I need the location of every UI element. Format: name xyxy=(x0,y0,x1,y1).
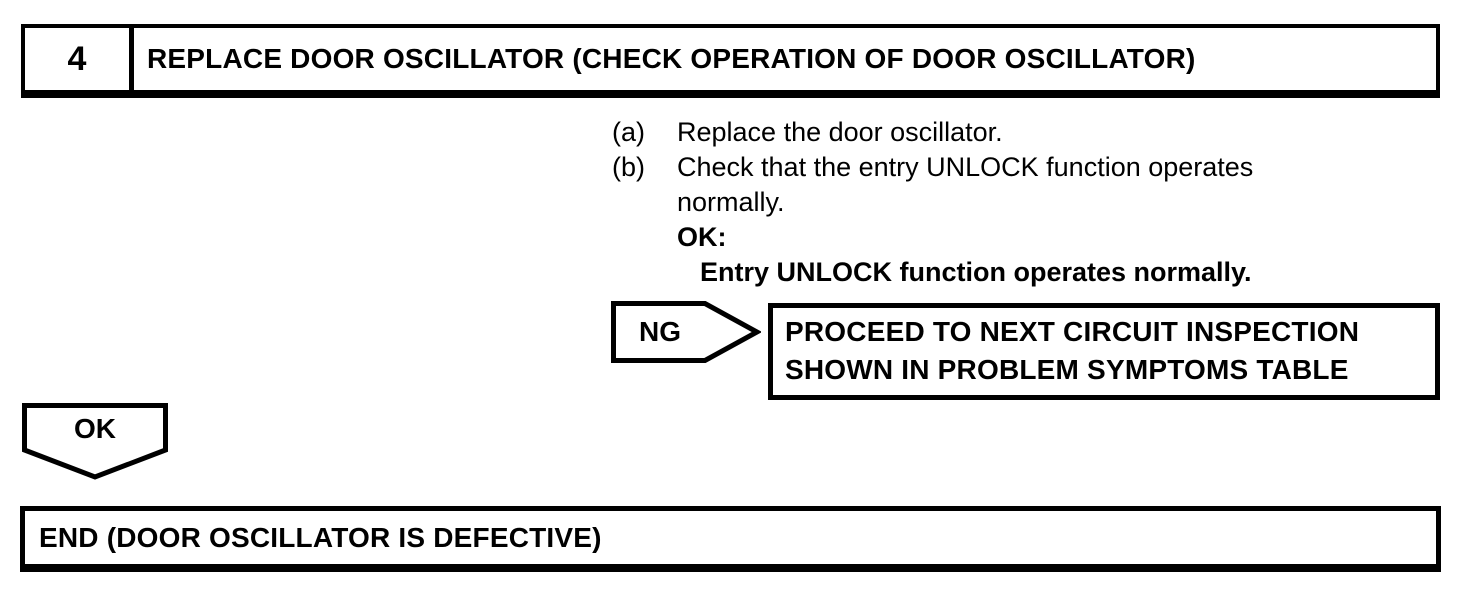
instruction-text: Check that the entry UNLOCK function ope… xyxy=(677,152,1254,217)
end-result-box: END (DOOR OSCILLATOR IS DEFECTIVE) xyxy=(20,506,1441,572)
ng-action-line-2: SHOWN IN PROBLEM SYMPTOMS TABLE xyxy=(785,354,1349,385)
ng-arrow-shape-icon xyxy=(611,301,761,363)
ok-pentagon-shape-icon xyxy=(22,403,168,480)
instruction-item-b: (b) Check that the entry UNLOCK function… xyxy=(612,150,1372,220)
ok-criteria-heading: OK: xyxy=(677,222,727,252)
ng-action-line-1: PROCEED TO NEXT CIRCUIT INSPECTION xyxy=(785,316,1360,347)
ok-criteria-condition: Entry UNLOCK function operates normally. xyxy=(700,257,1252,287)
instruction-marker: (b) xyxy=(612,152,645,182)
instruction-list: (a) Replace the door oscillator. (b) Che… xyxy=(612,115,1372,290)
step-title: REPLACE DOOR OSCILLATOR (CHECK OPERATION… xyxy=(147,43,1196,74)
ng-action-box: PROCEED TO NEXT CIRCUIT INSPECTION SHOWN… xyxy=(768,303,1440,400)
instruction-text: Replace the door oscillator. xyxy=(677,117,1003,147)
step-header: 4 REPLACE DOOR OSCILLATOR (CHECK OPERATI… xyxy=(21,24,1440,98)
instruction-item-a: (a) Replace the door oscillator. xyxy=(612,115,1372,150)
ng-connector-arrow: NG xyxy=(611,301,761,363)
end-result-text: END (DOOR OSCILLATOR IS DEFECTIVE) xyxy=(39,521,602,553)
ng-label: NG xyxy=(639,316,681,347)
step-number: 4 xyxy=(25,28,134,90)
instruction-marker: (a) xyxy=(612,117,645,147)
ok-connector-pentagon: OK xyxy=(22,403,168,481)
ok-label: OK xyxy=(74,413,116,444)
